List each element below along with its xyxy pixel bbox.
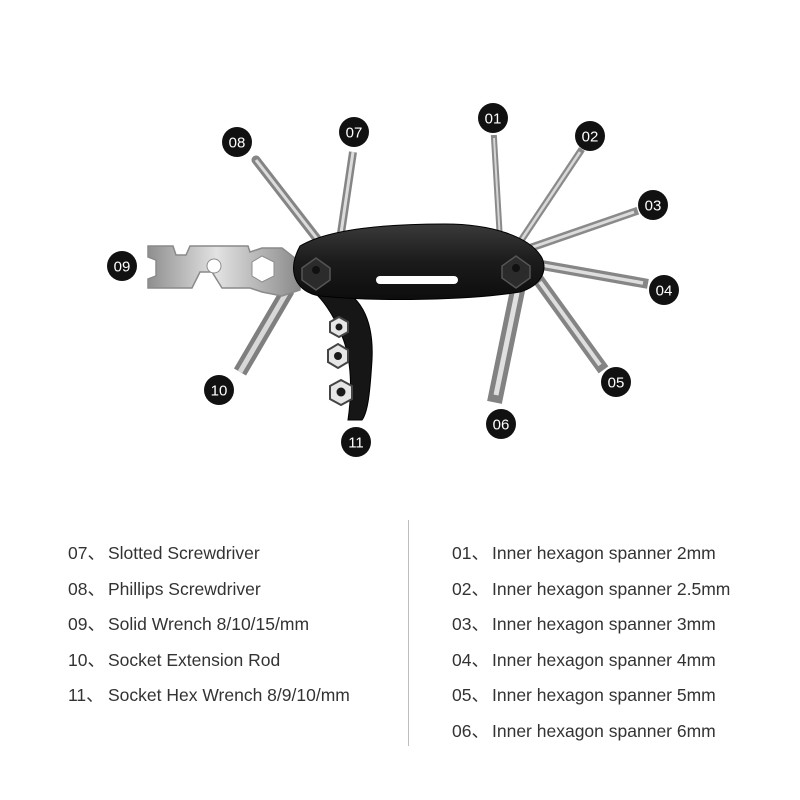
legend-label: Socket Extension Rod xyxy=(108,649,281,670)
callout-badge-04: 04 xyxy=(649,275,679,305)
legend-label: Solid Wrench 8/10/15/mm xyxy=(108,614,310,634)
legend-label: Slotted Screwdriver xyxy=(108,543,260,563)
callout-badge-07: 07 xyxy=(339,117,369,147)
legend-label: Phillips Screwdriver xyxy=(108,578,261,599)
legend-label: Inner hexagon spanner 4mm xyxy=(492,649,716,670)
legend-number: 08、 xyxy=(68,578,105,599)
callout-badge-11: 11 xyxy=(341,427,371,457)
callout-badge-02: 02 xyxy=(575,121,605,151)
legend-number: 01、 xyxy=(452,543,489,563)
legend-number: 10、 xyxy=(68,649,105,670)
legend-item: 04、Inner hexagon spanner 4mm xyxy=(452,649,730,685)
legend-item: 09、Solid Wrench 8/10/15/mm xyxy=(68,613,350,649)
legend-number: 06、 xyxy=(452,720,489,741)
legend-number: 05、 xyxy=(452,685,489,705)
legend-number: 04、 xyxy=(452,649,489,670)
hex-key-03 xyxy=(524,206,640,254)
legend-item: 06、Inner hexagon spanner 6mm xyxy=(452,720,730,756)
legend-label: Inner hexagon spanner 6mm xyxy=(492,720,716,741)
legend-number: 02、 xyxy=(452,578,489,599)
multi-tool-diagram: 01 02 03 04 05 06 07 08 09 10 11 xyxy=(107,103,679,457)
legend-left-column: 07、Slotted Screwdriver 08、Phillips Screw… xyxy=(68,542,350,720)
legend-item: 01、Inner hexagon spanner 2mm xyxy=(452,542,730,578)
callout-badge-03: 03 xyxy=(638,190,668,220)
svg-text:06: 06 xyxy=(493,417,510,434)
legend-number: 11、 xyxy=(68,685,104,705)
tool-body xyxy=(293,223,545,300)
legend-divider xyxy=(408,520,409,746)
svg-text:05: 05 xyxy=(608,375,625,392)
svg-text:09: 09 xyxy=(114,259,131,276)
svg-text:11: 11 xyxy=(348,435,364,452)
callout-badge-05: 05 xyxy=(601,367,631,397)
legend-item: 10、Socket Extension Rod xyxy=(68,649,350,685)
hex-key-05 xyxy=(531,273,609,374)
slotted-screwdriver xyxy=(336,151,357,241)
legend-item: 02、Inner hexagon spanner 2.5mm xyxy=(452,578,730,614)
legend-label: Inner hexagon spanner 2.5mm xyxy=(492,578,731,599)
legend-label: Inner hexagon spanner 3mm xyxy=(492,614,716,634)
legend-label: Inner hexagon spanner 2mm xyxy=(492,543,716,563)
left-bolt xyxy=(301,257,331,291)
callout-badge-10: 10 xyxy=(204,375,234,405)
hex-key-04 xyxy=(530,258,649,289)
callout-badge-08: 08 xyxy=(222,127,252,157)
legend-number: 03、 xyxy=(452,614,489,634)
callout-badge-01: 01 xyxy=(478,103,508,133)
legend-right-column: 01、Inner hexagon spanner 2mm 02、Inner he… xyxy=(452,542,730,755)
hex-key-01 xyxy=(490,134,504,244)
solid-wrench xyxy=(147,245,301,297)
callout-badge-06: 06 xyxy=(486,409,516,439)
legend-item: 05、Inner hexagon spanner 5mm xyxy=(452,684,730,720)
svg-text:02: 02 xyxy=(582,129,599,146)
legend-number: 09、 xyxy=(68,614,105,634)
legend-item: 03、Inner hexagon spanner 3mm xyxy=(452,613,730,649)
socket-hex-wrench xyxy=(317,287,373,421)
legend-item: 08、Phillips Screwdriver xyxy=(68,578,350,614)
socket-extension-rod xyxy=(233,286,295,376)
svg-text:03: 03 xyxy=(645,198,662,215)
svg-text:07: 07 xyxy=(346,125,363,142)
right-bolt xyxy=(501,255,531,289)
callout-badge-09: 09 xyxy=(107,251,137,281)
svg-text:08: 08 xyxy=(229,135,246,152)
svg-text:04: 04 xyxy=(656,283,673,300)
body-slot xyxy=(376,276,458,284)
legend-label: Socket Hex Wrench 8/9/10/mm xyxy=(108,685,350,705)
svg-text:10: 10 xyxy=(211,383,228,400)
svg-text:01: 01 xyxy=(485,111,502,128)
hex-key-06 xyxy=(487,279,527,404)
legend-label: Inner hexagon spanner 5mm xyxy=(492,685,716,705)
legend-number: 07、 xyxy=(68,543,105,563)
hex-key-02 xyxy=(515,147,585,247)
legend: 07、Slotted Screwdriver 08、Phillips Screw… xyxy=(0,520,800,750)
legend-item: 11、Socket Hex Wrench 8/9/10/mm xyxy=(68,684,350,720)
phillips-screwdriver xyxy=(251,155,323,245)
legend-item: 07、Slotted Screwdriver xyxy=(68,542,350,578)
